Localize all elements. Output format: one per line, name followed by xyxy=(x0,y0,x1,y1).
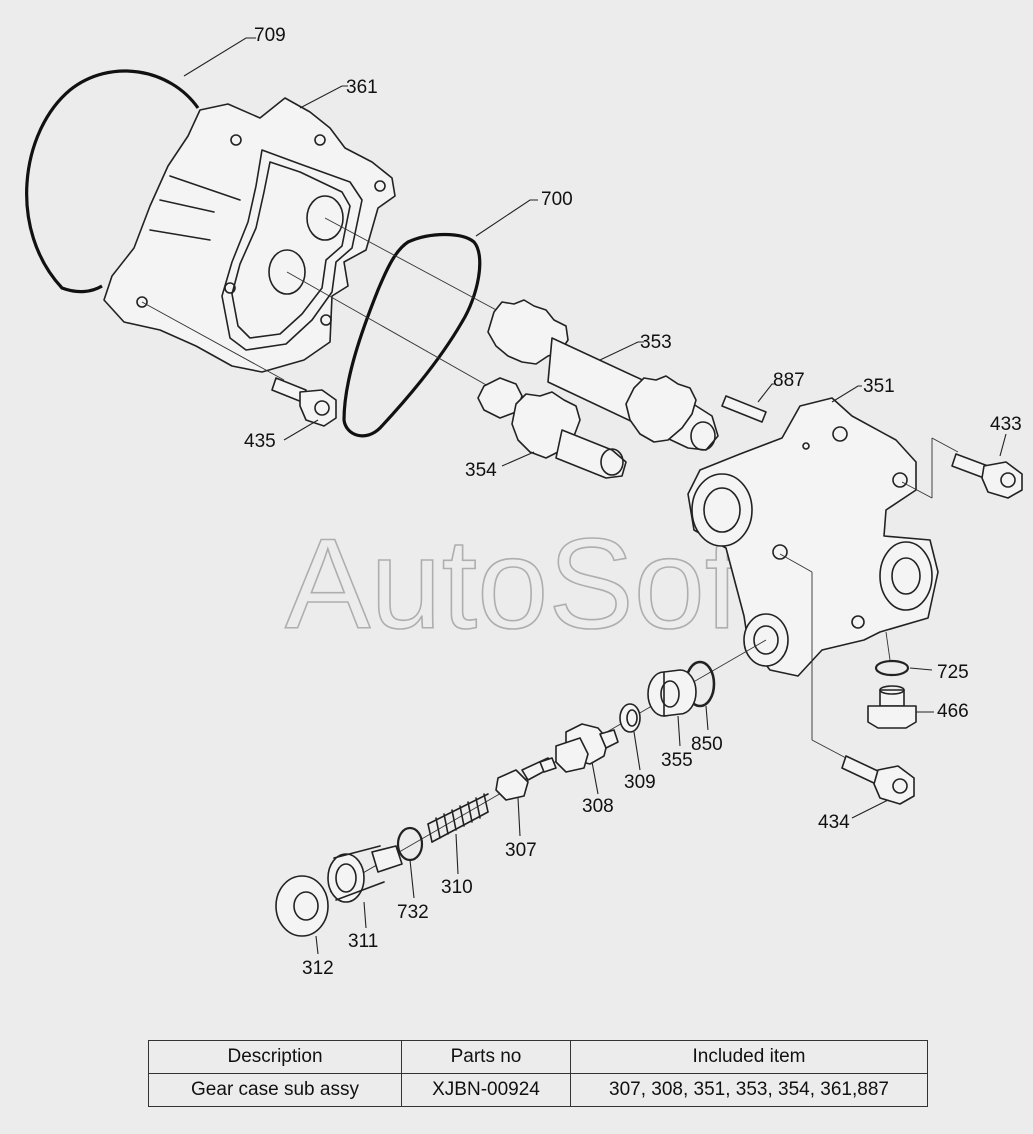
axis-line xyxy=(141,301,285,381)
callouts: 709 361 700 353 887 351 433 435 354 725 … xyxy=(244,25,1022,979)
part-732-oring xyxy=(396,826,424,862)
part-312-washer xyxy=(275,875,329,937)
cell-description: Gear case sub assy xyxy=(148,1073,402,1107)
callout-310: 310 xyxy=(441,877,473,898)
column-header-parts-no: Parts no xyxy=(401,1040,571,1074)
axis-line xyxy=(779,553,813,573)
callout-309: 309 xyxy=(624,772,656,793)
cell-parts-no: XJBN-00924 xyxy=(401,1073,571,1107)
callout-355: 355 xyxy=(661,750,693,771)
axis-line xyxy=(931,437,959,453)
diagram-canvas: AutoSoft xyxy=(25,25,1023,979)
part-725-oring xyxy=(874,659,910,677)
table-row: Gear case sub assy XJBN-00924 307, 308, … xyxy=(148,1073,928,1107)
part-311-plug xyxy=(327,845,403,903)
part-309-collar xyxy=(619,703,641,733)
part-307-valve xyxy=(495,757,557,801)
part-353-drive-gear xyxy=(487,299,719,451)
callout-311: 311 xyxy=(348,931,378,952)
callout-308: 308 xyxy=(582,796,614,817)
part-351-case-body xyxy=(687,397,939,677)
part-308-sleeve xyxy=(555,723,619,773)
callout-351: 351 xyxy=(863,376,895,397)
callout-307: 307 xyxy=(505,840,537,861)
callout-466: 466 xyxy=(937,701,969,722)
callout-700: 700 xyxy=(541,189,573,210)
callout-887: 887 xyxy=(773,370,805,391)
part-700-oring xyxy=(342,232,482,438)
axis-line xyxy=(324,217,501,313)
callout-725: 725 xyxy=(937,662,969,683)
callout-312: 312 xyxy=(302,958,334,979)
part-435-bolt xyxy=(271,377,337,427)
axis-line xyxy=(286,271,489,387)
watermark-text: AutoSoft xyxy=(285,513,776,656)
leader-lines xyxy=(183,37,1007,955)
callout-435: 435 xyxy=(244,431,276,452)
callout-361: 361 xyxy=(346,77,378,98)
parts-table: Description Parts no Included item Gear … xyxy=(148,1040,928,1107)
axis-line xyxy=(901,481,933,499)
callout-353: 353 xyxy=(640,332,672,353)
callout-709: 709 xyxy=(254,25,286,46)
part-709-oring xyxy=(25,69,200,294)
part-433-bolt xyxy=(951,453,1023,499)
part-361-cover xyxy=(103,97,396,373)
cell-included-item: 307, 308, 351, 353, 354, 361,887 xyxy=(570,1073,928,1107)
callout-850: 850 xyxy=(691,734,723,755)
part-887-pin xyxy=(721,395,767,423)
column-header-description: Description xyxy=(148,1040,402,1074)
axis-line xyxy=(885,631,891,661)
part-354-driven-gear xyxy=(477,377,627,479)
table-header-row: Description Parts no Included item xyxy=(148,1040,928,1074)
callout-354: 354 xyxy=(465,460,497,481)
callout-433: 433 xyxy=(990,414,1022,435)
callout-434: 434 xyxy=(818,812,850,833)
column-header-included-item: Included item xyxy=(570,1040,928,1074)
part-310-spring xyxy=(427,793,489,843)
callout-732: 732 xyxy=(397,902,429,923)
part-355-bearing xyxy=(647,669,697,717)
part-466-plug xyxy=(867,685,917,729)
axis-line xyxy=(811,739,847,759)
part-434-bolt xyxy=(841,755,915,805)
